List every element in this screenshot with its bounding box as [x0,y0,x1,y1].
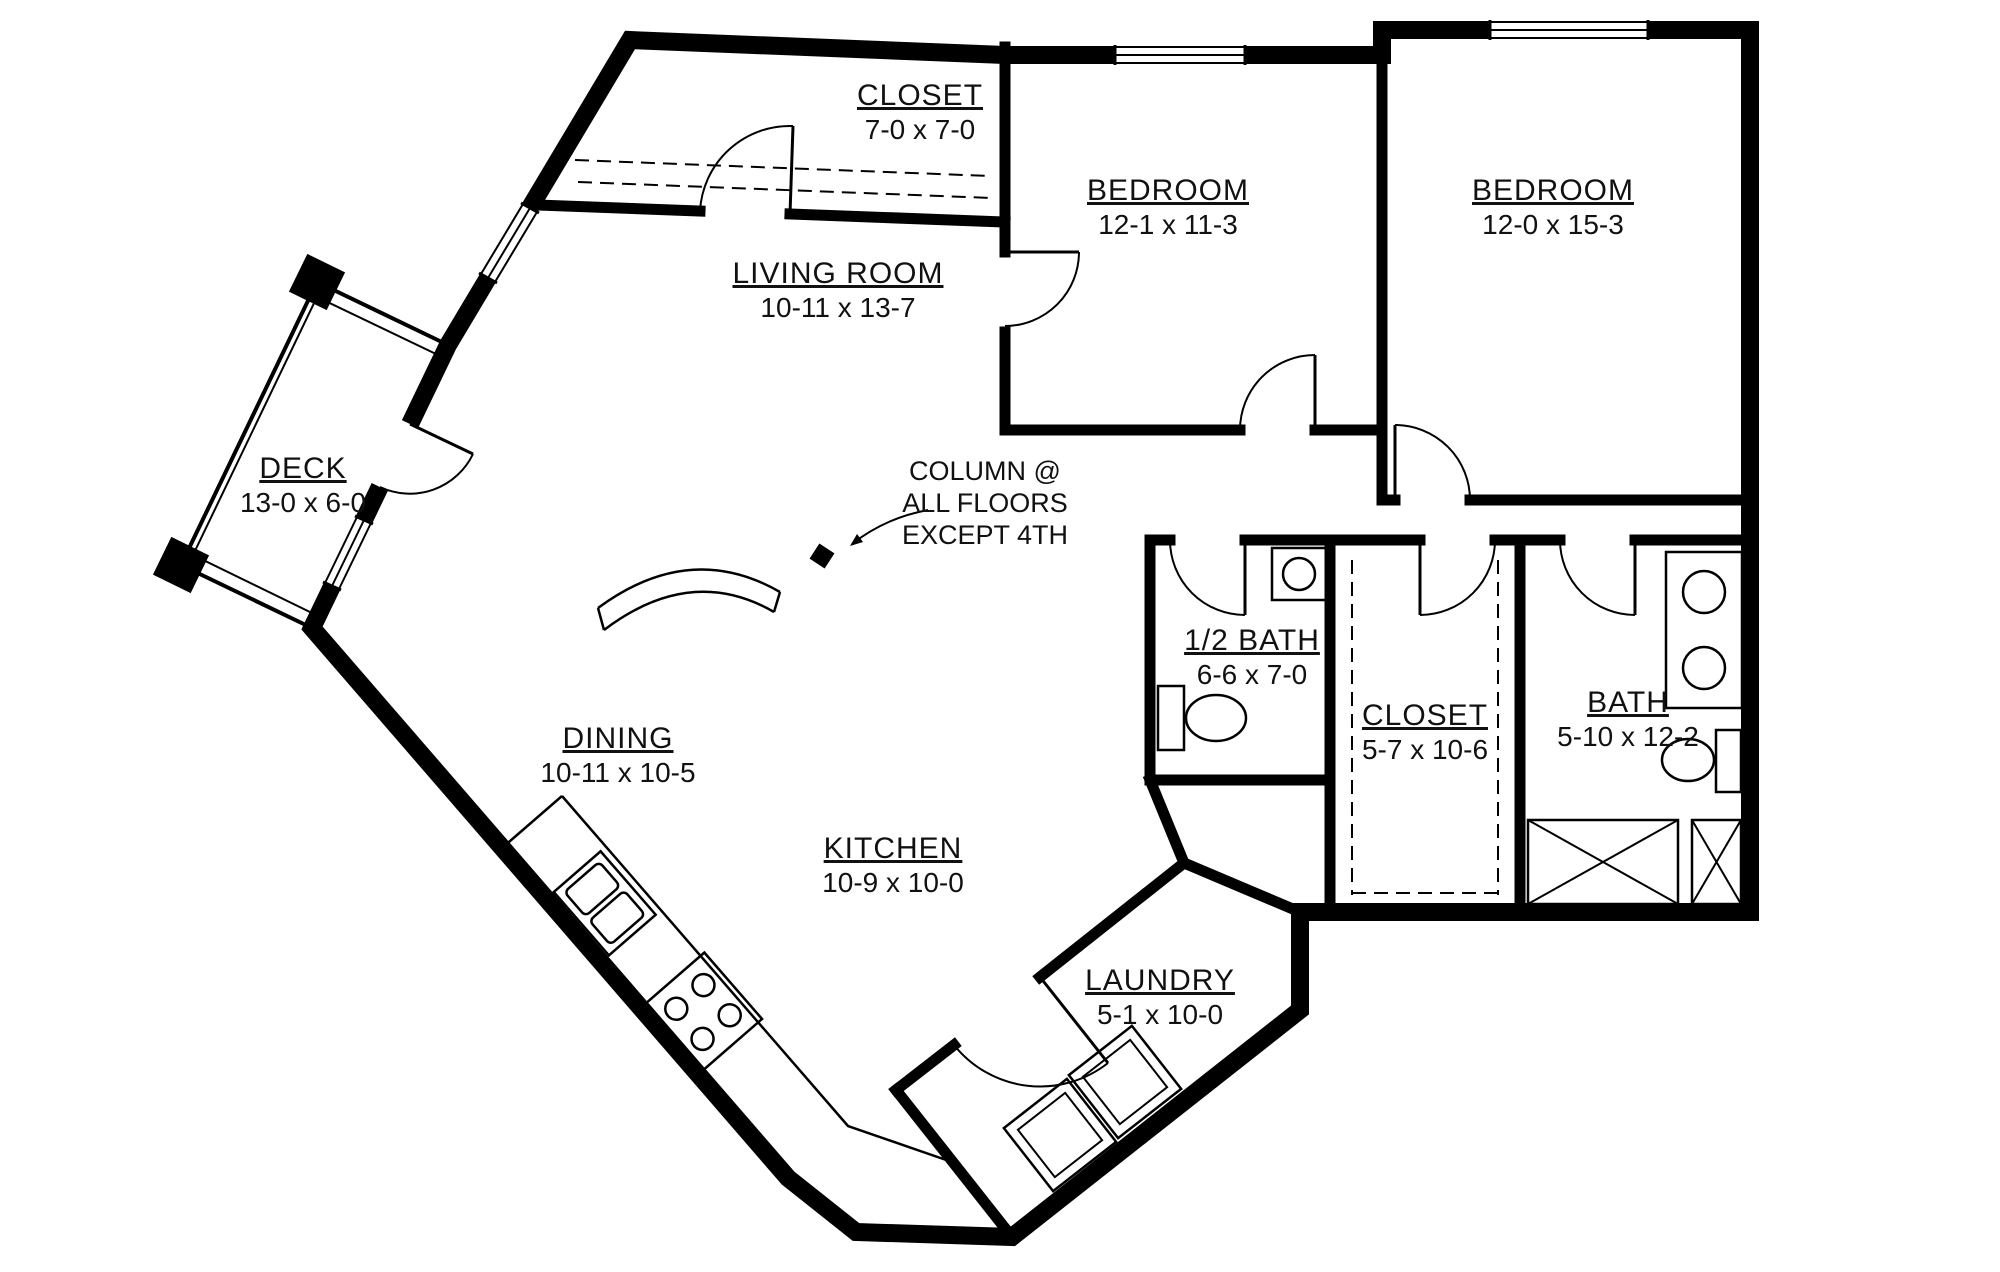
window-bedroom-1 [1113,45,1247,65]
kitchen-bar-counter [596,568,782,631]
label-closet-master-dims: 5-7 x 10-6 [1362,734,1488,765]
label-bedroom-2-dims: 12-0 x 15-3 [1482,209,1624,240]
label-dining-dims: 10-11 x 10-5 [540,757,695,788]
vanity-bath [1664,550,1744,710]
label-bedroom-1-name: BEDROOM [1087,174,1249,207]
door-closet-master [1418,539,1496,616]
door-bedroom-1-b [1239,354,1317,431]
door-bedroom-2 [1393,424,1471,501]
label-laundry-dims: 5-1 x 10-0 [1097,999,1223,1030]
closet-shelving-entry [574,159,993,199]
label-half-bath-name: 1/2 BATH [1184,624,1320,657]
deck-post [288,253,346,311]
door-half-bath [1169,539,1247,616]
kitchen-sink [552,849,658,958]
label-laundry-name: LAUNDRY [1085,964,1235,997]
closet-shelving-master [1351,560,1499,895]
labels: CLOSET 7-0 x 7-0 BEDROOM 12-1 x 11-3 BED… [240,79,1699,1030]
column-note-line-3: EXCEPT 4TH [902,520,1068,550]
window-deck-wall [322,514,374,592]
label-kitchen-dims: 10-9 x 10-0 [822,867,964,898]
label-bath-dims: 5-10 x 12-2 [1557,721,1699,752]
window-bedroom-2 [1488,20,1650,40]
label-closet-entry-dims: 7-0 x 7-0 [865,114,976,145]
deck-railing [178,279,449,630]
label-bedroom-1-dims: 12-1 x 11-3 [1098,209,1238,240]
label-bath-name: BATH [1587,686,1669,719]
linen-cabinet [1690,818,1743,906]
column-leader-arrow [850,509,929,546]
door-deck [379,422,474,495]
dryer [1067,1024,1183,1140]
label-bedroom-2-name: BEDROOM [1472,174,1634,207]
label-half-bath-dims: 6-6 x 7-0 [1197,659,1308,690]
window-living-room [478,201,540,285]
column-note-line-1: COLUMN @ [909,456,1061,486]
door-entry-closet [699,124,795,215]
label-living-room-dims: 10-11 x 13-7 [760,292,915,323]
interior-walls [531,33,1756,1245]
label-closet-master-name: CLOSET [1362,699,1488,732]
range-stove [642,950,764,1074]
label-closet-entry-name: CLOSET [857,79,983,112]
toilet-bath [1660,728,1743,794]
sink-half-bath [1270,546,1328,602]
toilet-half-bath [1156,684,1248,752]
label-living-room-name: LIVING ROOM [732,257,943,290]
column-marker [809,543,835,569]
kitchen-counter [501,795,953,1164]
washer [1002,1077,1118,1193]
door-laundry [953,976,1110,1088]
deck-post [152,536,210,594]
door-bath [1559,539,1637,616]
label-deck-dims: 13-0 x 6-0 [240,487,366,518]
label-kitchen-name: KITCHEN [824,832,963,865]
label-deck-name: DECK [259,452,346,485]
tub-bath [1526,818,1680,906]
column-note-line-2: ALL FLOORS [902,488,1068,518]
door-bedroom-1-a [1004,250,1080,327]
label-dining-name: DINING [563,722,674,755]
